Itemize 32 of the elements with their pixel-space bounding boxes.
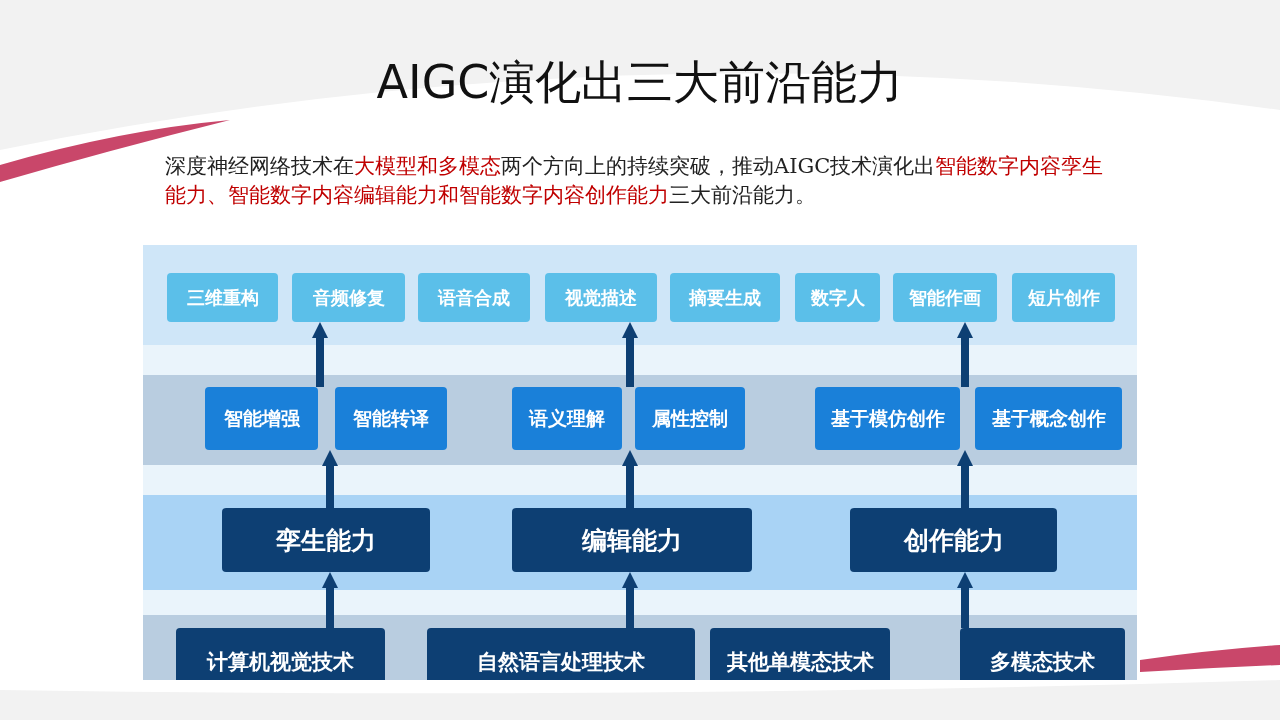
capability-box: 孪生能力 xyxy=(222,508,430,572)
function-box: 语义理解 xyxy=(512,387,622,450)
capability-box: 创作能力 xyxy=(850,508,1057,572)
output-box: 摘要生成 xyxy=(670,273,780,322)
up-arrow xyxy=(622,572,638,628)
up-arrow xyxy=(957,450,973,508)
output-box: 语音合成 xyxy=(418,273,530,322)
up-arrow xyxy=(322,450,338,508)
output-box: 三维重构 xyxy=(167,273,278,322)
technology-box: 其他单模态技术 xyxy=(710,628,890,680)
function-box: 基于概念创作 xyxy=(975,387,1122,450)
function-box: 属性控制 xyxy=(635,387,745,450)
up-arrow xyxy=(957,572,973,628)
up-arrow xyxy=(957,322,973,387)
slide-title: AIGC演化出三大前沿能力 xyxy=(375,54,905,111)
function-box: 基于模仿创作 xyxy=(815,387,960,450)
function-box: 智能转译 xyxy=(335,387,447,450)
up-arrow xyxy=(322,572,338,628)
up-arrow xyxy=(622,322,638,387)
up-arrow xyxy=(622,450,638,508)
technology-box: 自然语言处理技术 xyxy=(427,628,695,680)
intro-paragraph: 深度神经网络技术在大模型和多模态两个方向上的持续突破，推动AIGC技术演化出智能数字内容孪生能力、智能数字内容编辑能力和智能数字内容创作能力三大前沿能力。 xyxy=(165,153,1105,209)
function-box: 智能增强 xyxy=(205,387,318,450)
technology-box: 多模态技术 xyxy=(960,628,1125,680)
output-box: 智能作画 xyxy=(893,273,997,322)
output-box: 短片创作 xyxy=(1012,273,1115,322)
output-box: 视觉描述 xyxy=(545,273,657,322)
output-box: 音频修复 xyxy=(292,273,405,322)
capability-box: 编辑能力 xyxy=(512,508,752,572)
technology-box: 计算机视觉技术 xyxy=(176,628,385,680)
up-arrow xyxy=(312,322,328,387)
output-box: 数字人 xyxy=(795,273,880,322)
